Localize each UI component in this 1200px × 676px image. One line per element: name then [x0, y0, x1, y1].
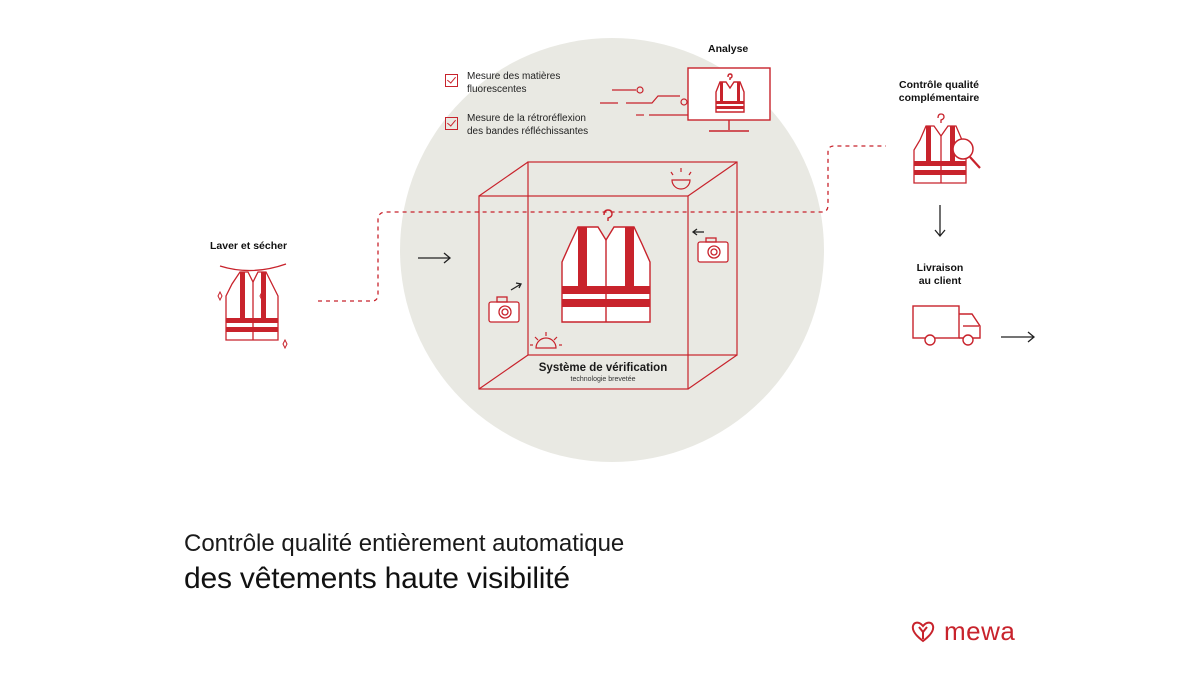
step-wash-label: Laver et sécher: [210, 240, 288, 252]
camera-right-icon: [691, 228, 729, 263]
verification-box: [478, 161, 738, 390]
checkbox-icon: [445, 117, 458, 130]
analysis-connectors: [600, 86, 690, 116]
camera-left-icon: [488, 282, 522, 323]
step-extra-control-line2: complémentaire: [898, 92, 980, 104]
light-top-icon: [670, 168, 692, 190]
step-delivery-line1: Livraison: [916, 262, 964, 274]
mewa-heart-logo-icon: [911, 621, 935, 643]
headline-line1: Contrôle qualité entièrement automatique: [184, 530, 625, 557]
check-item-fluorescent: Mesure des matières fluorescentes: [467, 70, 560, 96]
flow-arrows: [418, 205, 1036, 343]
light-bottom-icon: [530, 332, 562, 349]
verification-system-subtitle: technologie brevetée: [570, 376, 636, 383]
headline-line2: des vêtements haute visibilité: [184, 562, 570, 595]
analysis-monitor-icon: [687, 67, 771, 132]
vest-large-icon: [561, 209, 651, 323]
wash-dry-vest-icon: [217, 263, 288, 350]
step-extra-control-label: Contrôle qualité complémentaire: [897, 79, 981, 105]
step-extra-control-line1: Contrôle qualité: [899, 79, 979, 91]
brand-name: mewa: [944, 615, 1016, 646]
step-analysis-label: Analyse: [708, 43, 749, 55]
check-item-line: des bandes réfléchissantes: [467, 126, 589, 137]
check-item-retroreflection: Mesure de la rétroréflexion des bandes r…: [467, 112, 588, 138]
step-delivery-line2: au client: [918, 275, 962, 287]
check-item-line: Mesure de la rétroréflexion: [467, 113, 586, 124]
verification-system-title: Système de vérification: [538, 362, 668, 374]
delivery-truck-icon: [912, 305, 981, 346]
check-item-line: Mesure des matières: [467, 71, 561, 82]
verification-system-label: Système de vérification technologie brev…: [533, 362, 673, 385]
checkbox-icon: [445, 74, 458, 87]
brand-logo: mewa: [910, 616, 1015, 646]
check-item-line: fluorescentes: [467, 84, 527, 95]
quality-control-vest-icon: [913, 113, 981, 184]
step-delivery-label: Livraison au client: [910, 262, 970, 288]
